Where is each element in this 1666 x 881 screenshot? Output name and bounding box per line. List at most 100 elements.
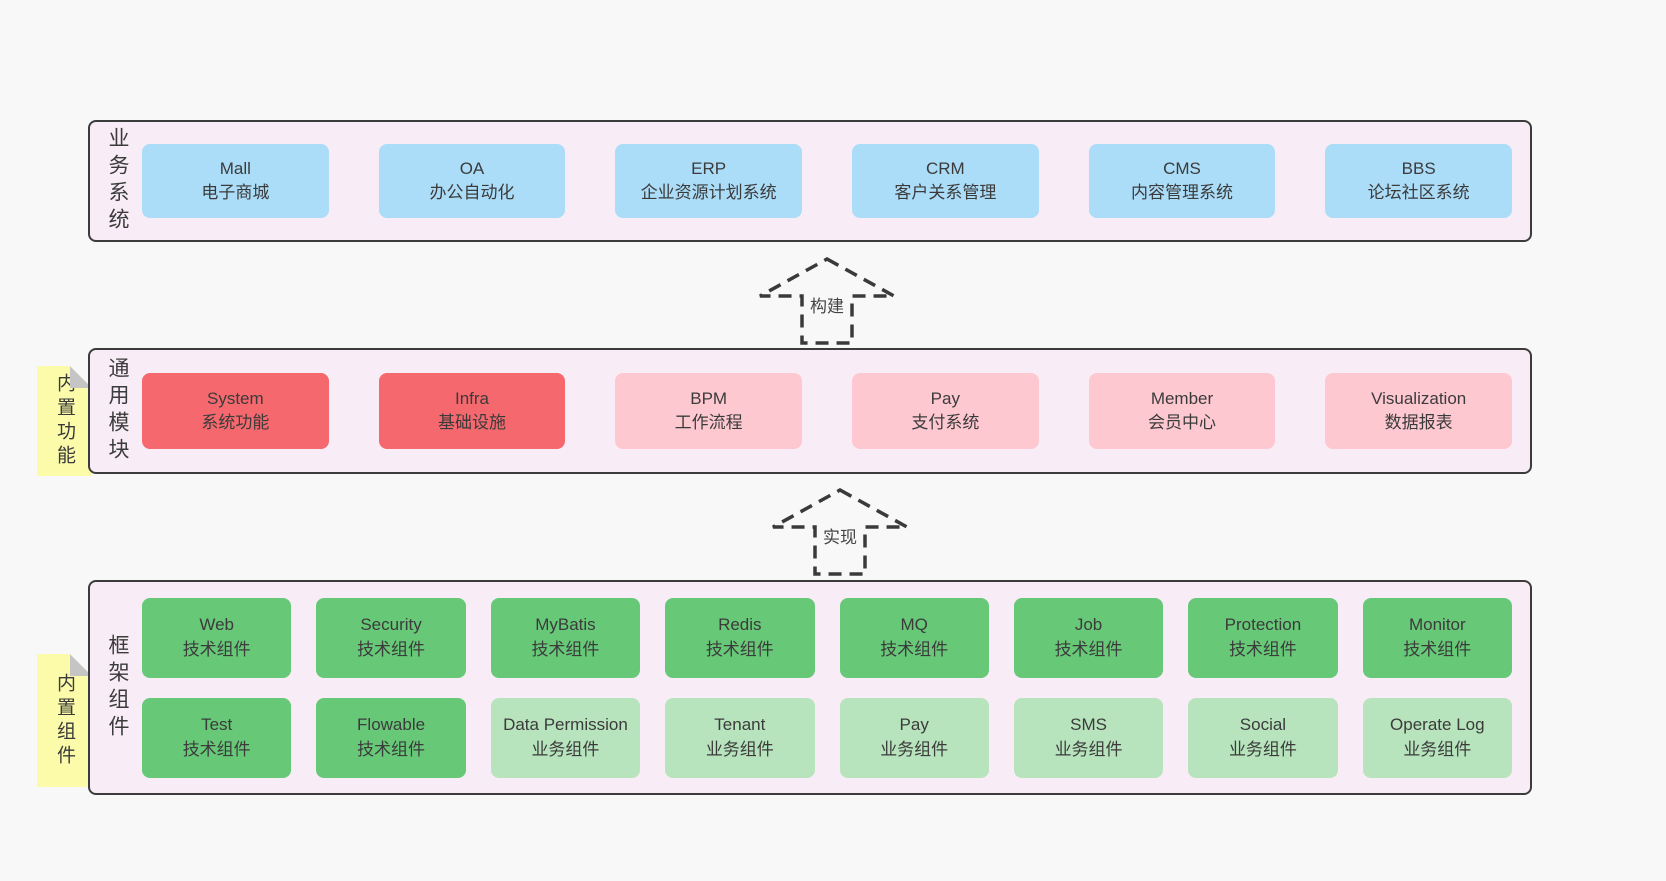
box-desc: 数据报表 [1384,413,1453,432]
box-name: Web [199,615,235,635]
box-desc: 业务组件 [1403,739,1472,759]
build-arrow-label: 构建 [807,292,847,317]
band-business-systems: 业务系统 Mall 电子商城 OA 办公自动化 ERP 企业资源计划系统 CRM… [88,120,1532,242]
box-job: Job 技术组件 [1013,597,1164,678]
box-desc: 工作流程 [674,413,743,432]
box-tenant: Tenant 业务组件 [665,697,815,778]
box-name: Test [201,715,233,735]
box-name: SMS [1070,715,1107,735]
box-desc: 会员中心 [1147,413,1216,432]
box-name: Tenant [714,715,766,735]
box-name: OA [459,158,485,178]
dashed-up-arrow-icon [772,488,908,576]
box-name: Pay [899,715,929,735]
box-name: Infra [454,388,489,408]
box-desc: 技术组件 [531,639,600,659]
business-systems-grid: Mall 电子商城 OA 办公自动化 ERP 企业资源计划系统 CRM 客户关系… [142,144,1512,218]
box-social: Social 业务组件 [1188,697,1338,778]
box-name: Mall [219,158,251,178]
box-desc: 技术组件 [357,639,426,659]
sticky-builtin-components-label: 内置组件 [54,672,75,769]
box-name: Job [1074,615,1103,635]
box-desc: 支付系统 [911,413,980,432]
box-sms: SMS 业务组件 [1013,697,1164,778]
dashed-up-arrow-icon [759,257,895,345]
box-desc: 技术组件 [705,639,774,659]
box-name: CRM [925,158,965,178]
box-name: Redis [718,615,762,635]
box-name: Visualization [1371,388,1467,408]
box-bbs: BBS 论坛社区系统 [1325,144,1512,218]
box-infra: Infra 基础设施 [378,373,566,449]
box-desc: 业务组件 [1228,739,1297,759]
box-desc: 业务组件 [705,739,774,759]
box-name: BPM [690,388,728,408]
box-name: ERP [691,158,727,178]
band-framework-components: 框架组件 Web 技术组件 Security 技术组件 MyBatis 技术组件… [88,580,1532,795]
box-desc: 论坛社区系统 [1367,183,1470,202]
box-desc: 基础设施 [437,413,506,432]
box-desc: 技术组件 [1228,639,1297,659]
box-name: Security [360,615,422,635]
band-framework-components-label: 框架组件 [106,633,129,742]
box-name: Flowable [357,715,426,735]
build-arrow: 构建 [757,256,897,346]
box-monitor: Monitor 技术组件 [1362,597,1512,678]
band-common-modules: 通用模块 System 系统功能 Infra 基础设施 BPM 工作流程 Pay… [88,348,1532,474]
band-common-modules-label: 通用模块 [106,357,129,465]
box-name: MQ [900,615,928,635]
box-desc: 内容管理系统 [1130,183,1233,202]
box-oa: OA 办公自动化 [378,144,566,218]
framework-components-grid: Web 技术组件 Security 技术组件 MyBatis 技术组件 Redi… [142,597,1512,778]
box-visualization: Visualization 数据报表 [1325,373,1512,449]
box-pay-module: Pay 支付系统 [852,373,1039,449]
box-test: Test 技术组件 [142,697,292,778]
box-name: Data Permission [503,715,628,735]
box-name: CMS [1163,158,1201,178]
box-web: Web 技术组件 [142,597,292,678]
box-desc: 客户关系管理 [894,183,997,202]
box-desc: 业务组件 [531,739,600,759]
box-name: Operate Log [1390,715,1485,735]
box-desc: 办公自动化 [429,183,515,202]
box-desc: 系统功能 [201,413,270,432]
box-name: BBS [1401,158,1436,178]
box-system: System 系统功能 [142,373,329,449]
box-redis: Redis 技术组件 [665,597,815,678]
box-desc: 技术组件 [1054,639,1123,659]
box-name: Monitor [1408,615,1466,635]
implement-arrow-label: 实现 [820,523,860,548]
box-desc: 企业资源计划系统 [640,183,777,202]
box-desc: 技术组件 [880,639,949,659]
box-desc: 业务组件 [880,739,949,759]
box-data-permission: Data Permission 业务组件 [490,697,641,778]
box-desc: 技术组件 [357,739,426,759]
box-name: MyBatis [535,615,596,635]
box-pay-component: Pay 业务组件 [839,697,989,778]
box-mall: Mall 电子商城 [142,144,329,218]
sticky-builtin-features-label: 内置功能 [54,373,75,469]
box-cms: CMS 内容管理系统 [1088,144,1276,218]
box-bpm: BPM 工作流程 [615,373,802,449]
box-desc: 业务组件 [1054,739,1123,759]
box-desc: 电子商城 [201,183,270,202]
box-name: Member [1150,388,1214,408]
implement-arrow: 实现 [770,487,910,577]
common-modules-grid: System 系统功能 Infra 基础设施 BPM 工作流程 Pay 支付系统… [142,373,1512,449]
sticky-builtin-features: 内置功能 [37,366,92,476]
box-name: Social [1239,715,1287,735]
box-mybatis: MyBatis 技术组件 [490,597,641,678]
box-operate-log: Operate Log 业务组件 [1362,697,1512,778]
band-business-systems-label: 业务系统 [106,127,129,235]
box-member: Member 会员中心 [1088,373,1276,449]
box-crm: CRM 客户关系管理 [852,144,1039,218]
box-protection: Protection 技术组件 [1188,597,1338,678]
box-mq: MQ 技术组件 [839,597,989,678]
box-flowable: Flowable 技术组件 [316,697,466,778]
box-desc: 技术组件 [182,639,251,659]
box-desc: 技术组件 [182,739,251,759]
box-name: System [206,388,264,408]
box-desc: 技术组件 [1403,639,1472,659]
box-name: Protection [1224,615,1302,635]
